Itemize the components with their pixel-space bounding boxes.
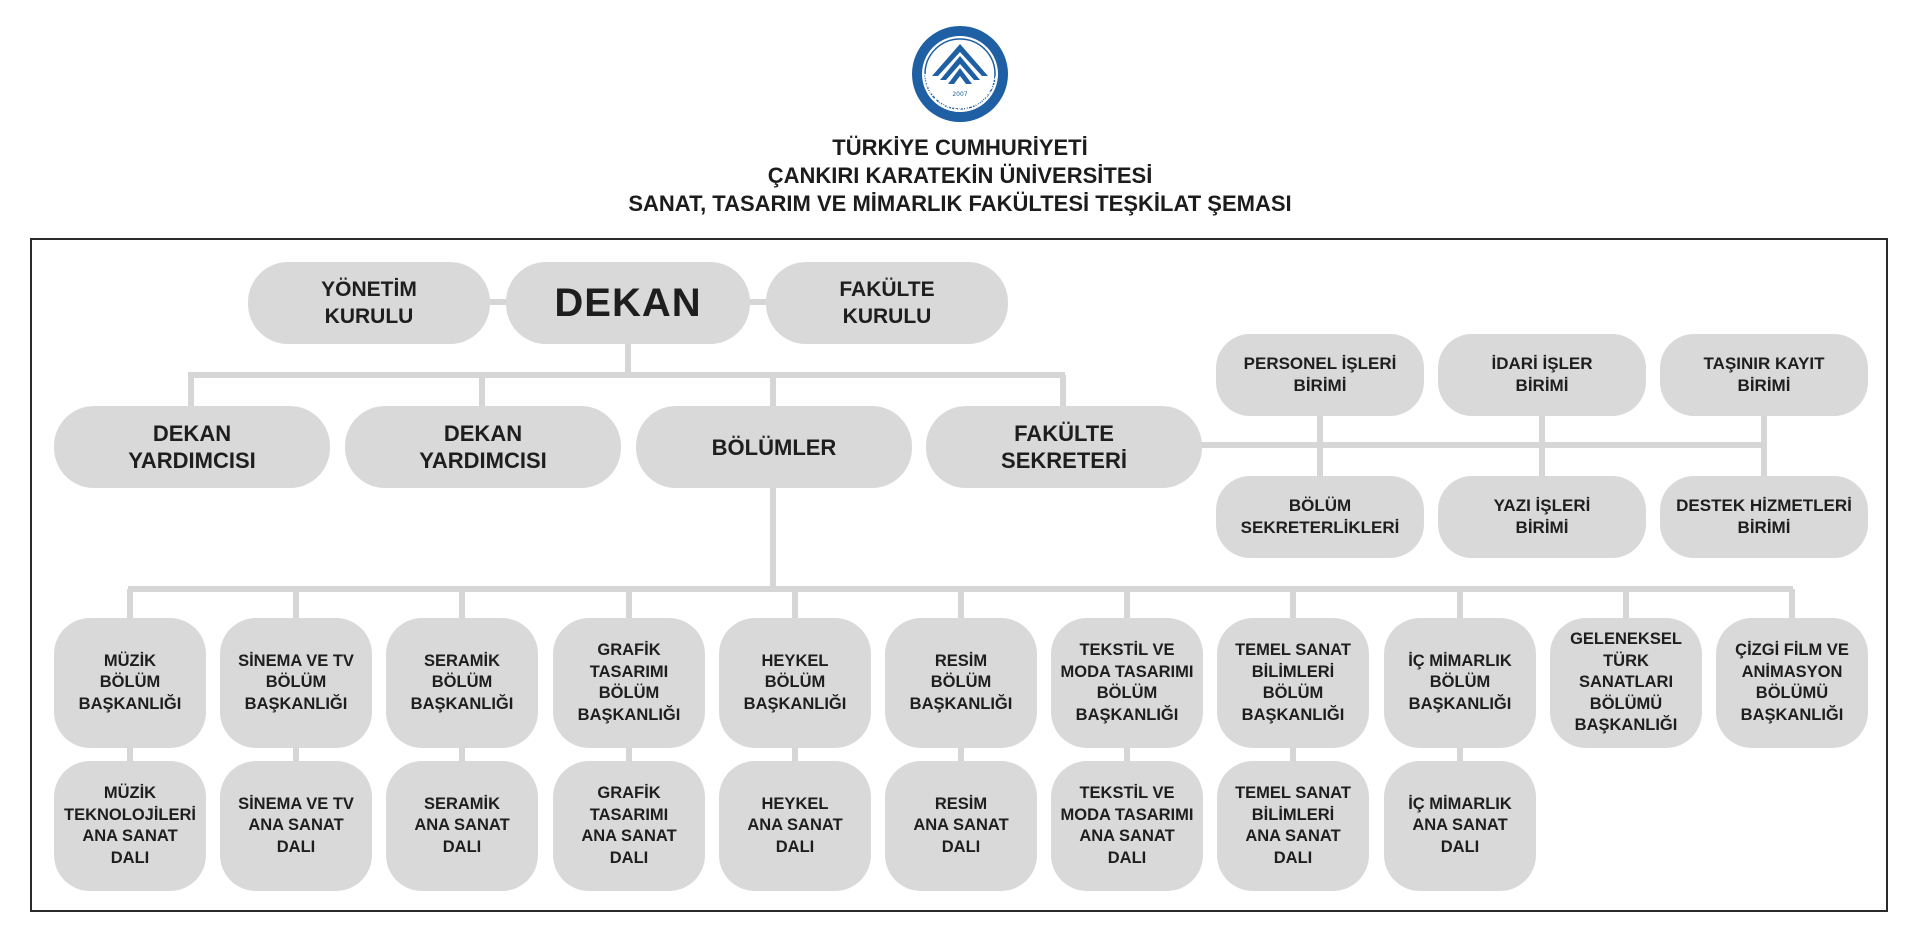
node-yazi-isleri: YAZI İŞLERİ BİRİMİ (1438, 476, 1646, 558)
node-idari-isler: İDARİ İŞLER BİRİMİ (1438, 334, 1646, 416)
node-tasinir-kayit: TAŞINIR KAYIT BİRİMİ (1660, 334, 1868, 416)
node-department: GELENEKSEL TÜRK SANATLARI BÖLÜMÜ BAŞKANL… (1550, 618, 1702, 748)
node-department: SİNEMA VE TV BÖLÜM BAŞKANLIĞI (220, 618, 372, 748)
node-ana-sanat-dali: GRAFİK TASARIMI ANA SANAT DALI (553, 761, 705, 891)
node-department: TEKSTİL VE MODA TASARIMI BÖLÜM BAŞKANLIĞ… (1051, 618, 1203, 748)
node-department: RESİM BÖLÜM BAŞKANLIĞI (885, 618, 1037, 748)
header-line-2: ÇANKIRI KARATEKİN ÜNİVERSİTESİ (767, 163, 1153, 188)
node-ana-sanat-dali: HEYKEL ANA SANAT DALI (719, 761, 871, 891)
node-department: ÇİZGİ FİLM VE ANİMASYON BÖLÜMÜ BAŞKANLIĞ… (1716, 618, 1868, 748)
node-department: MÜZİK BÖLÜM BAŞKANLIĞI (54, 618, 206, 748)
node-ana-sanat-dali: İÇ MİMARLIK ANA SANAT DALI (1384, 761, 1536, 891)
node-department: TEMEL SANAT BİLİMLERİ BÖLÜM BAŞKANLIĞI (1217, 618, 1369, 748)
node-dekan-yardimcisi-1: DEKAN YARDIMCISI (54, 406, 330, 488)
node-ana-sanat-dali: SİNEMA VE TV ANA SANAT DALI (220, 761, 372, 891)
chart-frame (30, 238, 1888, 912)
node-bolum-sekreterlikleri: BÖLÜM SEKRETERLİKLERİ (1216, 476, 1424, 558)
node-ana-sanat-dali: SERAMİK ANA SANAT DALI (386, 761, 538, 891)
header-line-3: SANAT, TASARIM VE MİMARLIK FAKÜLTESİ TEŞ… (628, 191, 1292, 216)
node-dekan: DEKAN (506, 262, 750, 344)
node-personel-isleri: PERSONEL İŞLERİ BİRİMİ (1216, 334, 1424, 416)
node-bolumler: BÖLÜMLER (636, 406, 912, 488)
header-line-1: TÜRKİYE CUMHURİYETİ (832, 135, 1088, 160)
node-fakulte-kurulu: FAKÜLTE KURULU (766, 262, 1008, 344)
node-department: HEYKEL BÖLÜM BAŞKANLIĞI (719, 618, 871, 748)
node-destek-hizmetleri: DESTEK HİZMETLERİ BİRİMİ (1660, 476, 1868, 558)
node-yonetim-kurulu: YÖNETİM KURULU (248, 262, 490, 344)
logo-year: 2007 (952, 91, 967, 98)
node-ana-sanat-dali: TEKSTİL VE MODA TASARIMI ANA SANAT DALI (1051, 761, 1203, 891)
node-ana-sanat-dali: TEMEL SANAT BİLİMLERİ ANA SANAT DALI (1217, 761, 1369, 891)
node-dekan-yardimcisi-2: DEKAN YARDIMCISI (345, 406, 621, 488)
node-ana-sanat-dali: RESİM ANA SANAT DALI (885, 761, 1037, 891)
node-department: İÇ MİMARLIK BÖLÜM BAŞKANLIĞI (1384, 618, 1536, 748)
university-seal-icon: 2007 ÇANKIRI KARATEKİN ÜNİVERSİTESİ (910, 24, 1008, 122)
node-department: SERAMİK BÖLÜM BAŞKANLIĞI (386, 618, 538, 748)
node-fakulte-sekreteri: FAKÜLTE SEKRETERİ (926, 406, 1202, 488)
node-ana-sanat-dali: MÜZİK TEKNOLOJİLERİ ANA SANAT DALI (54, 761, 206, 891)
node-department: GRAFİK TASARIMI BÖLÜM BAŞKANLIĞI (553, 618, 705, 748)
